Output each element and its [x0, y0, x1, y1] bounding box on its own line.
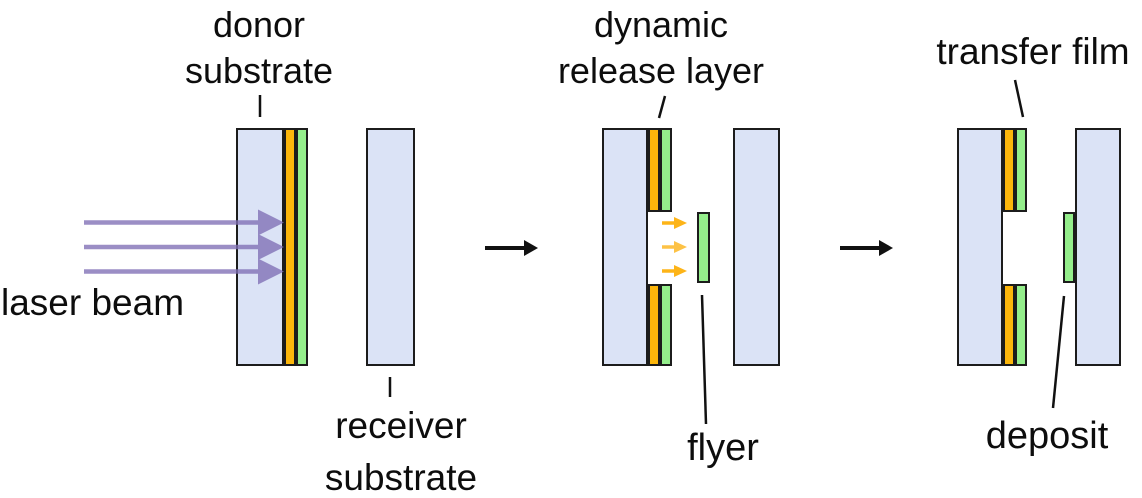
receiver-substrate-rect-2: [733, 128, 780, 366]
label-connector-lines: [258, 79, 1066, 425]
ejection-arrow: [662, 241, 687, 253]
deposit-rect: [1063, 212, 1075, 283]
transfer-film-label: transfer film: [936, 31, 1130, 72]
laser-beam-arrows: [84, 209, 284, 285]
receiver-substrate-rect-1: [366, 128, 415, 366]
laser-beam-arrow: [84, 258, 284, 285]
dynamic-release-layer-tick: [657, 95, 667, 119]
receiver-substrate-label-line1: receiver: [335, 405, 467, 446]
ejection-arrow: [662, 265, 687, 277]
release-layer-strip-3-top: [1003, 128, 1015, 212]
step-arrow-1: [485, 240, 538, 256]
receiver-substrate-label-line2: substrate: [324, 457, 478, 498]
laser-beam-label: laser beam: [1, 282, 185, 323]
transfer-film-strip-2-top: [660, 128, 672, 212]
transfer-film-strip-2-bottom: [660, 284, 672, 366]
donor-substrate-label: donor substrate: [185, 2, 333, 94]
transfer-film-connector-line: [1013, 79, 1025, 118]
release-layer-strip-3-bottom: [1003, 284, 1015, 366]
donor-substrate-rect-2: [602, 128, 648, 366]
donor-substrate-rect-3: [957, 128, 1003, 366]
receiver-substrate-label: receiver substrate: [325, 400, 477, 498]
deposit-label: deposit: [985, 415, 1109, 457]
laser-beam-arrow: [84, 209, 284, 236]
flyer-label: flyer: [687, 427, 759, 469]
transfer-film-strip-1: [296, 128, 308, 366]
release-layer-strip-1: [284, 128, 296, 366]
flyer-rect: [697, 212, 710, 283]
dynamic-release-layer-label-line1: dynamic: [593, 4, 729, 45]
receiver-substrate-rect-3: [1075, 128, 1121, 366]
ejection-arrows: [662, 217, 687, 277]
release-layer-strip-2-bottom: [648, 284, 660, 366]
release-layer-strip-2-top: [648, 128, 660, 212]
dynamic-release-layer-label-line2: release layer: [557, 50, 765, 91]
step-arrow-2: [840, 240, 893, 256]
transfer-film-strip-3-bottom: [1015, 284, 1027, 366]
donor-substrate-label-line1: donor: [212, 4, 306, 45]
transfer-film-strip-3-top: [1015, 128, 1027, 212]
donor-substrate-label-line2: substrate: [184, 50, 334, 91]
flyer-connector-line: [700, 294, 708, 425]
deposit-connector-line: [1051, 295, 1066, 409]
dynamic-release-layer-label: dynamic release layer: [558, 2, 764, 94]
ejection-arrow: [662, 217, 687, 229]
laser-beam-arrow: [84, 234, 284, 260]
